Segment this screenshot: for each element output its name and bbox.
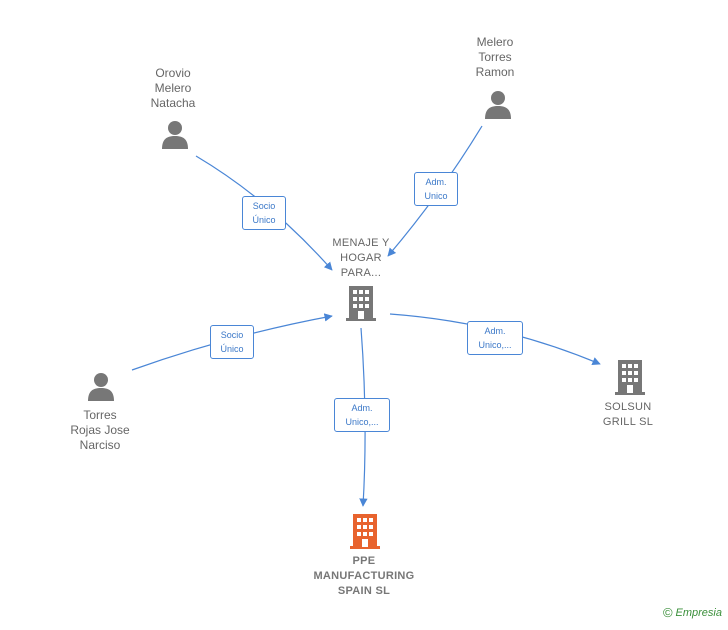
edge-label-orovio[interactable]: Socio Único bbox=[242, 196, 286, 230]
company-label-ppe[interactable]: PPE MANUFACTURING SPAIN SL bbox=[313, 555, 415, 597]
brand-name: Empresia bbox=[675, 606, 722, 619]
person-label-orovio[interactable]: Orovio Melero Natacha bbox=[150, 66, 196, 110]
building-icon[interactable] bbox=[615, 360, 645, 396]
edge-label-melero[interactable]: Adm. Unico bbox=[414, 172, 458, 206]
building-icon[interactable] bbox=[346, 286, 376, 322]
person-label-melero[interactable]: Melero Torres Ramon bbox=[475, 35, 515, 79]
edge-label-torres[interactable]: Socio Único bbox=[210, 325, 254, 359]
person-icon[interactable] bbox=[484, 90, 512, 120]
edge-label-ppe[interactable]: Adm. Unico,... bbox=[334, 398, 390, 432]
copyright-symbol: © bbox=[662, 605, 673, 620]
company-label-solsun[interactable]: SOLSUN GRILL SL bbox=[602, 401, 654, 428]
building-icon[interactable] bbox=[350, 514, 380, 550]
person-icon[interactable] bbox=[161, 120, 189, 150]
edge-label-solsun[interactable]: Adm. Unico,... bbox=[467, 321, 523, 355]
company-label-menaje[interactable]: MENAJE Y HOGAR PARA... bbox=[332, 237, 390, 279]
person-label-torres[interactable]: Torres Rojas Jose Narciso bbox=[70, 408, 130, 452]
person-icon[interactable] bbox=[87, 372, 115, 402]
footer-brand: © Empresia bbox=[663, 605, 722, 620]
